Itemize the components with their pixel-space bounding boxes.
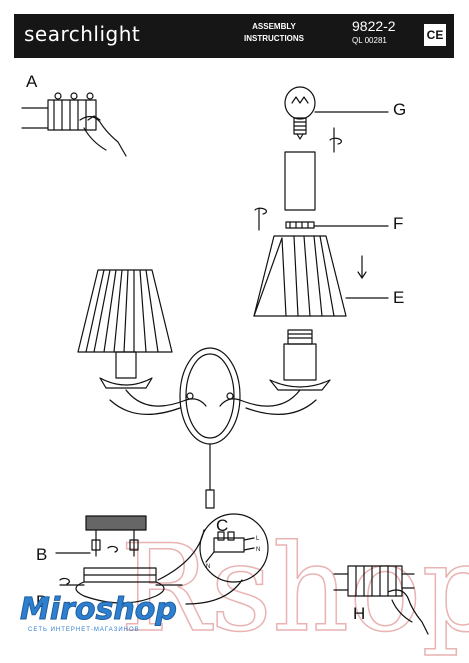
ql-code: QL 00281	[352, 36, 387, 45]
callout-f: F	[393, 214, 404, 233]
candle-sleeve	[284, 151, 316, 211]
bulb-g-diagram	[284, 86, 389, 153]
brand-logo: searchlight	[24, 22, 141, 46]
c-terminal-n-label: N	[256, 547, 260, 553]
header-bar: searchlight ASSEMBLY INSTRUCTIONS 9822-2…	[14, 14, 454, 58]
terminal-block-h-diagram	[333, 565, 429, 635]
doc-type-line2: INSTRUCTIONS	[244, 34, 304, 43]
ring-f-diagram	[254, 207, 389, 231]
terminal-block-c-diagram	[157, 513, 269, 605]
callout-h: H	[353, 604, 366, 623]
watermark-bg-text: Rshop	[120, 520, 469, 659]
callout-g: G	[393, 100, 407, 119]
ce-mark: CE	[424, 24, 446, 46]
right-candle-holder	[269, 329, 331, 391]
callout-c: C	[216, 516, 229, 535]
left-lampshade	[77, 269, 173, 389]
doc-type: ASSEMBLY INSTRUCTIONS	[214, 21, 334, 45]
c-terminal-n2-label: N	[206, 564, 210, 570]
watermark-tagline: СЕТЬ ИНТЕРНЕТ-МАГАЗИНОВ	[28, 627, 140, 633]
product-code: 9822-2	[352, 18, 396, 34]
callout-e: E	[393, 288, 405, 307]
terminal-block-a-diagram	[21, 92, 127, 157]
doc-type-line1: ASSEMBLY	[252, 22, 296, 31]
wall-bracket-arms	[109, 347, 317, 509]
mounting-b-d-diagram	[55, 515, 183, 604]
watermark-logo: Miroshop	[20, 592, 178, 628]
c-terminal-l-label: L	[256, 536, 260, 542]
callout-b: B	[36, 545, 48, 564]
callout-a: A	[26, 72, 38, 91]
lampshade-e-diagram	[253, 235, 389, 317]
callout-d: D	[36, 592, 49, 611]
